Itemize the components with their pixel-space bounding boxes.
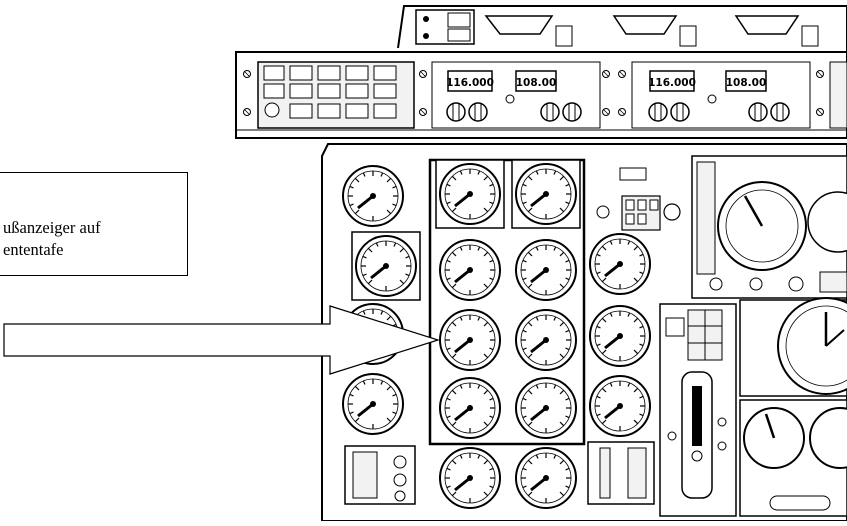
- callout-label-box: ußanzeiger auf ententafe: [0, 172, 188, 276]
- nav-1-frequency: 108.00: [516, 77, 557, 89]
- switch-block: [257, 61, 415, 129]
- nav-2-frequency: 108.00: [726, 77, 767, 89]
- left-indicator-strip: [344, 445, 416, 505]
- main-instrument-panel: [321, 143, 847, 522]
- radio-1: 116.000 108.00: [431, 61, 601, 129]
- radio-2: 116.000 108.00: [631, 61, 811, 129]
- lower-right-gauges: [739, 399, 847, 517]
- callout-line-2: ententafe: [3, 240, 64, 259]
- callout-text: ußanzeiger auf ententafe: [3, 217, 101, 261]
- right-indicator-strip: [587, 441, 655, 505]
- annunciator-hood: [397, 5, 847, 52]
- callout-arrow: [3, 305, 440, 375]
- gear-lever-panel: [659, 303, 737, 517]
- radio-panel: 116.000 108.00 116.000 108.00: [235, 51, 847, 139]
- callout-line-1: ußanzeiger auf: [3, 218, 101, 237]
- comm-1-frequency: 116.000: [446, 77, 494, 89]
- right-instrument-cluster: [691, 155, 847, 299]
- engine-gauge-block: [428, 158, 586, 446]
- switch-cluster: [596, 167, 681, 231]
- comm-2-frequency: 116.000: [648, 77, 696, 89]
- clock-panel: [739, 297, 847, 397]
